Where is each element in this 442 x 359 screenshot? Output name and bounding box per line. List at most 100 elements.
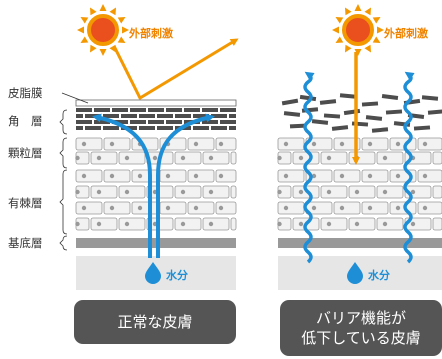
cell bbox=[103, 201, 131, 215]
horny-cell bbox=[148, 108, 164, 112]
cell-nucleus bbox=[311, 205, 317, 211]
cell bbox=[277, 169, 305, 183]
cell bbox=[202, 151, 230, 165]
cell bbox=[361, 169, 389, 183]
cell bbox=[118, 185, 146, 199]
sun-ray bbox=[364, 44, 371, 53]
cell-nucleus bbox=[326, 189, 332, 195]
cell-nucleus bbox=[367, 141, 373, 147]
water-drop-icon bbox=[347, 262, 363, 284]
cell-nucleus bbox=[165, 205, 171, 211]
cell bbox=[90, 217, 118, 231]
cell bbox=[75, 169, 103, 183]
cell bbox=[277, 137, 305, 151]
horny-cell bbox=[130, 120, 146, 124]
cell-nucleus bbox=[75, 155, 80, 161]
cell bbox=[75, 137, 103, 151]
horny-flake bbox=[311, 119, 329, 125]
cell bbox=[174, 217, 202, 231]
sun-ray bbox=[99, 4, 107, 11]
cell bbox=[320, 185, 348, 199]
water-retention-arrow bbox=[156, 113, 215, 258]
cell-nucleus bbox=[326, 155, 332, 161]
sun-ray bbox=[377, 26, 384, 34]
cell bbox=[159, 201, 187, 215]
horny-cell bbox=[94, 120, 110, 124]
horny-flake bbox=[283, 111, 301, 117]
cell-nucleus bbox=[109, 205, 115, 211]
horny-cell bbox=[184, 108, 200, 112]
horny-flake bbox=[371, 127, 389, 133]
cell bbox=[131, 201, 159, 215]
sun-ray bbox=[345, 7, 352, 16]
cell bbox=[348, 185, 376, 199]
cell-nucleus bbox=[75, 221, 80, 227]
cell-nucleus bbox=[124, 189, 130, 195]
sun-ray bbox=[80, 17, 89, 24]
cell-nucleus bbox=[422, 205, 428, 211]
cell-nucleus bbox=[311, 173, 317, 179]
horny-cell bbox=[76, 114, 83, 118]
cell-nucleus bbox=[395, 205, 401, 211]
cell bbox=[187, 201, 215, 215]
water-loss-arrow bbox=[403, 71, 415, 264]
cell bbox=[417, 201, 442, 215]
basal-layer bbox=[278, 238, 442, 248]
horny-flake bbox=[289, 123, 307, 129]
cell-nucleus bbox=[180, 155, 186, 161]
cell-nucleus bbox=[410, 221, 416, 227]
horny-flake bbox=[361, 101, 379, 107]
cell-nucleus bbox=[218, 141, 224, 147]
cell bbox=[333, 137, 361, 151]
external-stimulus-label: 外部刺激 bbox=[383, 26, 428, 40]
cell-nucleus bbox=[75, 189, 80, 195]
cell-nucleus bbox=[382, 189, 388, 195]
horny-cell bbox=[220, 108, 236, 112]
horny-cell bbox=[157, 114, 173, 118]
horny-cell bbox=[229, 114, 236, 118]
spinous-layer-label: 有棘層 bbox=[8, 196, 43, 210]
cell-nucleus bbox=[277, 155, 282, 161]
water-drop-icon bbox=[145, 262, 161, 284]
cell bbox=[320, 217, 348, 231]
cell bbox=[131, 169, 159, 183]
horny-cell bbox=[220, 120, 236, 124]
cell-nucleus bbox=[283, 205, 289, 211]
horny-cell bbox=[85, 126, 101, 130]
sun-ray bbox=[90, 7, 97, 16]
horny-cell bbox=[211, 126, 227, 130]
cell bbox=[215, 201, 237, 215]
cell bbox=[361, 137, 389, 151]
cell-nucleus bbox=[96, 155, 102, 161]
cell-nucleus bbox=[81, 173, 87, 179]
sun-ray bbox=[117, 17, 126, 24]
cell-nucleus bbox=[193, 141, 199, 147]
cell-nucleus bbox=[218, 173, 224, 179]
cell-nucleus bbox=[277, 189, 282, 195]
cell-nucleus bbox=[208, 221, 214, 227]
cell-nucleus bbox=[165, 173, 171, 179]
cell-nucleus bbox=[208, 155, 214, 161]
damaged-skin-caption-line1: バリア機能が bbox=[315, 308, 406, 327]
water-retention-arrow bbox=[92, 113, 152, 258]
cell-nucleus bbox=[124, 221, 130, 227]
sun-ray bbox=[335, 36, 344, 43]
horny-flake bbox=[339, 93, 357, 99]
cell bbox=[432, 151, 442, 165]
sun-ray bbox=[117, 36, 126, 43]
cell bbox=[432, 217, 442, 231]
water-loss-arrow bbox=[303, 71, 315, 264]
sun-icon bbox=[332, 4, 384, 56]
cell-nucleus bbox=[96, 189, 102, 195]
cell bbox=[348, 217, 376, 231]
cell bbox=[417, 137, 442, 151]
horny-layer-label: 角 層 bbox=[8, 114, 43, 128]
cell bbox=[361, 201, 389, 215]
horny-flake bbox=[319, 99, 337, 105]
cell bbox=[90, 185, 118, 199]
horny-cell bbox=[157, 126, 173, 130]
cell bbox=[277, 201, 305, 215]
cell-nucleus bbox=[137, 173, 143, 179]
horny-flake bbox=[281, 98, 299, 106]
cell-nucleus bbox=[422, 141, 428, 147]
